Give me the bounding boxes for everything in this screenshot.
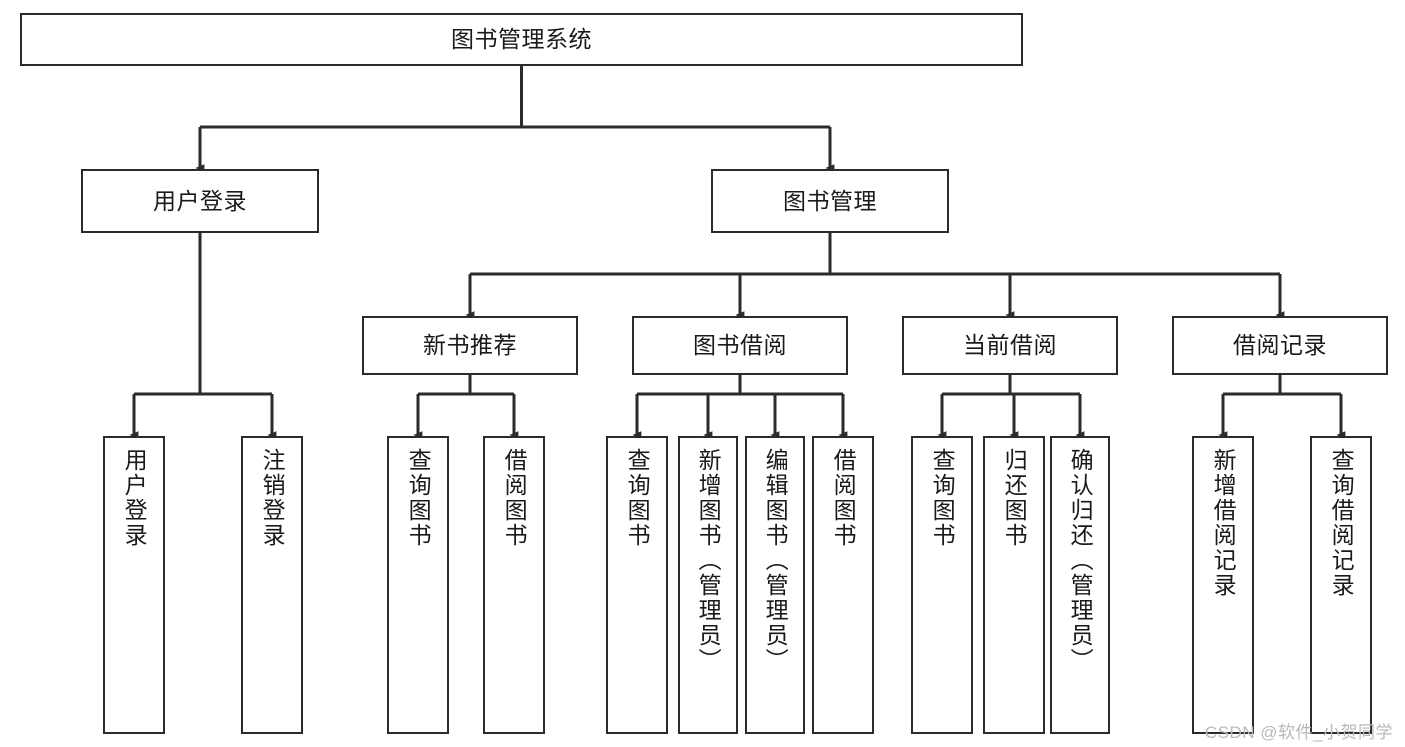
node-leaf-query-book-2-label: 查询图书: [624, 448, 651, 548]
node-current-borrow[interactable]: 当前借阅: [902, 316, 1118, 375]
node-book-manage-label: 图书管理: [783, 187, 877, 214]
node-leaf-return-book-label: 归还图书: [1001, 448, 1028, 548]
node-leaf-borrow-book-2[interactable]: 借阅图书: [812, 436, 874, 734]
node-leaf-confirm-return-label: 确认归还（管理员）: [1067, 448, 1094, 673]
node-leaf-logout[interactable]: 注销登录: [241, 436, 303, 734]
node-leaf-add-book[interactable]: 新增图书（管理员）: [678, 436, 738, 734]
node-root-label: 图书管理系统: [451, 26, 592, 53]
node-leaf-user-login[interactable]: 用户登录: [103, 436, 165, 734]
node-book-borrow-label: 图书借阅: [693, 332, 787, 359]
node-leaf-edit-book-label: 编辑图书（管理员）: [762, 448, 789, 673]
node-leaf-borrow-book-1-label: 借阅图书: [501, 448, 528, 548]
node-root[interactable]: 图书管理系统: [20, 13, 1023, 66]
node-leaf-confirm-return[interactable]: 确认归还（管理员）: [1050, 436, 1110, 734]
node-leaf-query-book-1[interactable]: 查询图书: [387, 436, 449, 734]
node-borrow-record[interactable]: 借阅记录: [1172, 316, 1388, 375]
node-leaf-return-book[interactable]: 归还图书: [983, 436, 1045, 734]
node-leaf-add-book-label: 新增图书（管理员）: [695, 448, 722, 673]
node-book-borrow[interactable]: 图书借阅: [632, 316, 848, 375]
node-leaf-query-book-3-label: 查询图书: [929, 448, 956, 548]
node-leaf-borrow-book-2-label: 借阅图书: [830, 448, 857, 548]
node-leaf-query-book-3[interactable]: 查询图书: [911, 436, 973, 734]
node-leaf-add-record-label: 新增借阅记录: [1210, 448, 1237, 598]
node-borrow-record-label: 借阅记录: [1233, 332, 1327, 359]
node-leaf-query-record[interactable]: 查询借阅记录: [1310, 436, 1372, 734]
node-leaf-query-book-1-label: 查询图书: [405, 448, 432, 548]
node-user-login[interactable]: 用户登录: [81, 169, 319, 233]
node-new-book-recommend-label: 新书推荐: [423, 332, 517, 359]
node-current-borrow-label: 当前借阅: [963, 332, 1057, 359]
node-leaf-query-record-label: 查询借阅记录: [1328, 448, 1355, 598]
node-leaf-borrow-book-1[interactable]: 借阅图书: [483, 436, 545, 734]
node-book-manage[interactable]: 图书管理: [711, 169, 949, 233]
node-user-login-label: 用户登录: [153, 187, 247, 214]
node-leaf-add-record[interactable]: 新增借阅记录: [1192, 436, 1254, 734]
watermark: CSDN @软件_小贺同学: [1204, 723, 1393, 742]
node-new-book-recommend[interactable]: 新书推荐: [362, 316, 578, 375]
node-leaf-logout-label: 注销登录: [259, 448, 286, 548]
node-leaf-query-book-2[interactable]: 查询图书: [606, 436, 668, 734]
node-leaf-edit-book[interactable]: 编辑图书（管理员）: [745, 436, 805, 734]
node-leaf-user-login-label: 用户登录: [121, 448, 148, 548]
